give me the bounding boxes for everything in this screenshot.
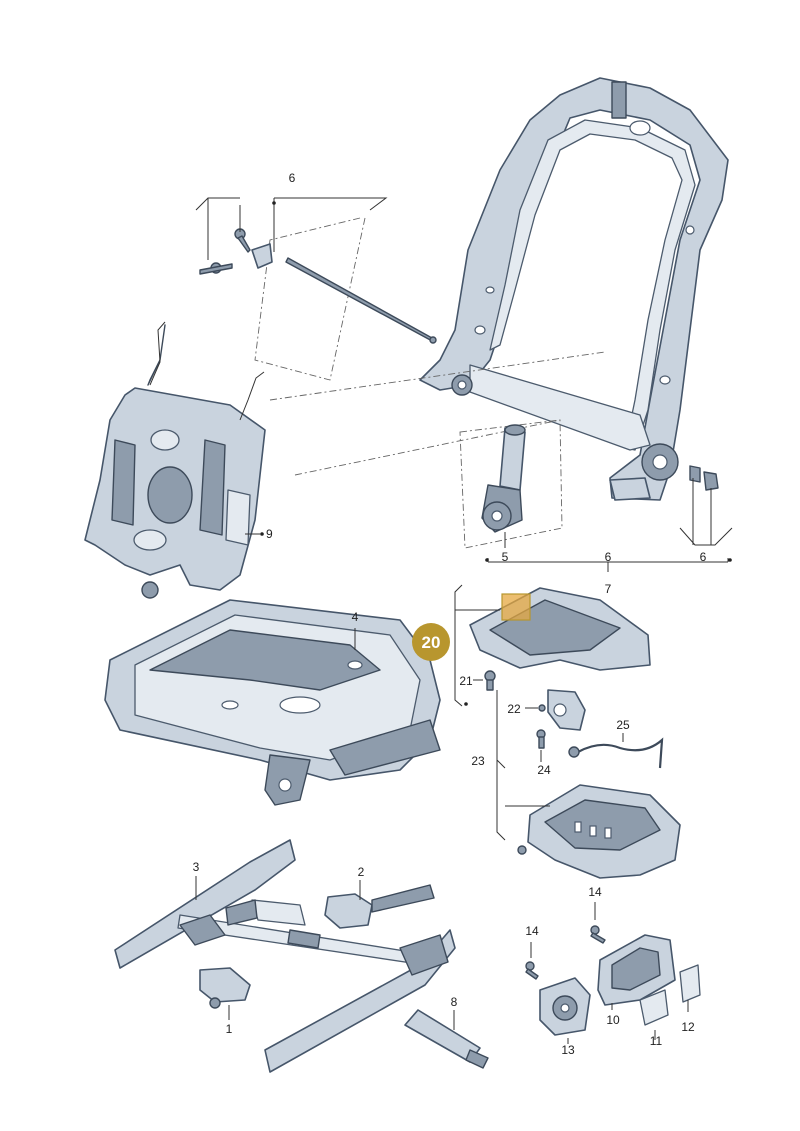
callout-3: 3 [193, 860, 200, 874]
callout-1: 1 [226, 1022, 233, 1036]
motor-1[interactable] [199, 967, 251, 1009]
callout-22: 22 [507, 702, 521, 716]
screw-14-left[interactable] [525, 961, 539, 980]
height-adjust-motor[interactable] [481, 424, 526, 533]
backrest-panel[interactable] [84, 321, 266, 599]
frame-dash-lines [254, 217, 606, 549]
highlight-badge-20[interactable]: 20 [412, 623, 450, 661]
callout-6-rodkit: 6 [289, 171, 296, 185]
callout-14-left: 14 [525, 924, 539, 938]
callout-21: 21 [459, 674, 473, 688]
callout-10: 10 [606, 1013, 620, 1027]
callout-7: 7 [605, 582, 612, 596]
frame-nut-left[interactable] [689, 465, 701, 483]
callout-11: 11 [650, 1034, 663, 1048]
grease-tube-8[interactable] [404, 1009, 489, 1069]
highlight-badge-circle [412, 623, 450, 661]
rod-kit[interactable] [199, 228, 437, 344]
callout-12: 12 [681, 1020, 695, 1034]
motor-2[interactable] [324, 884, 435, 929]
callout-6-frame: 6 [605, 550, 612, 564]
callout-24: 24 [537, 763, 551, 777]
backrest-frame[interactable] [419, 77, 729, 501]
control-unit-20[interactable] [469, 587, 651, 671]
bolt-21[interactable] [484, 670, 496, 691]
switch-knob-13[interactable] [539, 977, 591, 1036]
button-12[interactable] [679, 964, 701, 1003]
callout-6-nuts: 6 [700, 550, 707, 564]
control-module-23[interactable] [517, 784, 681, 879]
wire-harness-25[interactable] [568, 737, 664, 769]
highlight-badge-label: 20 [422, 633, 441, 652]
screw-24[interactable] [536, 729, 546, 749]
callout-9: 9 [266, 527, 273, 541]
callout-13: 13 [561, 1043, 575, 1057]
screw-14-right[interactable] [590, 925, 606, 944]
callout-8: 8 [451, 995, 458, 1009]
callout-23: 23 [471, 754, 485, 768]
seat-rail-assembly[interactable] [114, 839, 456, 1073]
callout-25: 25 [616, 718, 630, 732]
seat-pan-frame[interactable] [104, 599, 441, 806]
frame-nut-right[interactable] [703, 471, 719, 491]
callout-2: 2 [358, 865, 365, 879]
callout-5: 5 [502, 550, 509, 564]
button-11[interactable] [639, 989, 669, 1026]
callout-14-right: 14 [588, 885, 602, 899]
switch-unit-10[interactable] [597, 934, 676, 1006]
callout-4: 4 [352, 610, 359, 624]
sensor-22[interactable] [538, 689, 586, 731]
